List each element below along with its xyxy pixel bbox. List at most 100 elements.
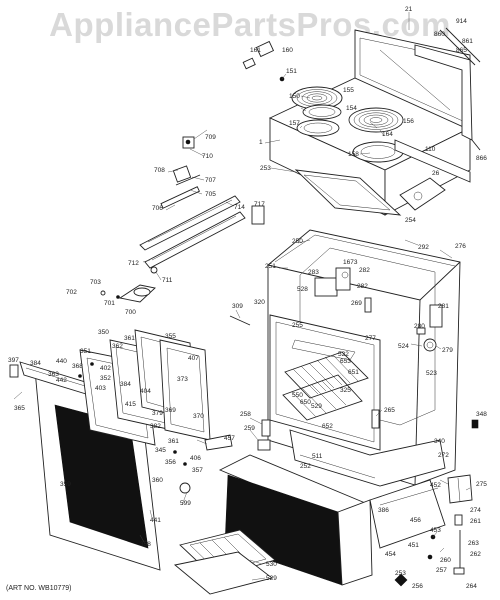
part-label: 21 <box>405 6 413 13</box>
part-label: 260 <box>440 557 451 564</box>
part-label: 156 <box>403 118 414 125</box>
part-label: 261 <box>470 518 481 525</box>
part-label: 263 <box>468 540 479 547</box>
part-label: 282 <box>359 267 370 274</box>
part-label: 454 <box>385 551 396 558</box>
part-label: 277 <box>365 335 376 342</box>
part-label: 161 <box>250 47 261 54</box>
part-label: 272 <box>438 452 449 459</box>
part-label: 345 <box>155 447 166 454</box>
part-label: 451 <box>408 542 419 549</box>
art-number: (ART NO. WB10779) <box>6 585 72 592</box>
part-label: 276 <box>455 243 466 250</box>
part-label: 373 <box>177 376 188 383</box>
part-label: 157 <box>289 120 300 127</box>
part-label: 269 <box>351 300 362 307</box>
part-label: 384 <box>120 381 131 388</box>
part-label: 368 <box>72 363 83 370</box>
part-label: 653 <box>340 358 351 365</box>
part-label: 350 <box>98 329 109 336</box>
part-label: 386 <box>378 507 389 514</box>
part-label: 110 <box>425 146 436 153</box>
part-label: 650 <box>300 399 311 406</box>
part-label: 522 <box>338 351 349 358</box>
part-label: 154 <box>346 105 357 112</box>
surface-burner-right <box>348 107 404 133</box>
part-label: 348 <box>476 411 487 418</box>
part-label: 164 <box>382 131 393 138</box>
part-label: 523 <box>426 370 437 377</box>
part-label: 355 <box>165 333 176 340</box>
part-label: 528 <box>297 286 308 293</box>
part-label: 712 <box>128 260 139 267</box>
part-label: 441 <box>150 517 161 524</box>
part-label: 254 <box>405 217 416 224</box>
part-label: 258 <box>240 411 251 418</box>
part-label: 361 <box>168 438 179 445</box>
part-label: 710 <box>202 153 213 160</box>
part-label: 707 <box>205 177 216 184</box>
control-components <box>100 136 265 303</box>
part-label: 281 <box>438 303 449 310</box>
part-label: 325 <box>340 387 351 394</box>
part-label: 26 <box>432 170 440 177</box>
part-label: 714 <box>234 204 245 211</box>
oven-door-assembly <box>9 329 233 571</box>
part-label: 262 <box>470 551 481 558</box>
part-label: 158 <box>348 151 359 158</box>
part-label: 457 <box>224 435 235 442</box>
part-label: 717 <box>254 201 265 208</box>
part-label: 250 <box>292 238 303 245</box>
part-label: 382 <box>150 423 161 430</box>
part-label: 275 <box>476 481 487 488</box>
part-label: 379 <box>152 410 163 417</box>
part-label: 360 <box>152 477 163 484</box>
part-label: 1 <box>259 139 263 146</box>
part-label: 708 <box>154 167 165 174</box>
part-label: 701 <box>104 300 115 307</box>
part-label: 706 <box>152 205 163 212</box>
part-label: 265 <box>384 407 395 414</box>
part-label: 397 <box>8 357 19 364</box>
part-label: 280 <box>414 323 425 330</box>
part-label: 279 <box>442 347 453 354</box>
part-label: 151 <box>286 68 297 75</box>
part-label: 253 <box>395 570 406 577</box>
part-label: 703 <box>90 279 101 286</box>
part-label: 359 <box>60 481 71 488</box>
part-label: 358 <box>140 541 151 548</box>
part-label: 251 <box>265 263 276 270</box>
leader-lines <box>13 12 471 581</box>
part-label: 866 <box>476 155 487 162</box>
part-label: 861 <box>462 38 473 45</box>
part-label: 264 <box>466 583 477 590</box>
part-label: 357 <box>192 467 203 474</box>
part-label: 384 <box>30 360 41 367</box>
part-label: 914 <box>456 18 467 25</box>
part-label: 155 <box>343 87 354 94</box>
part-label: 403 <box>95 385 106 392</box>
part-label: 282 <box>357 283 368 290</box>
part-label: 406 <box>190 455 201 462</box>
part-label: 352 <box>100 375 111 382</box>
part-label: 700 <box>125 309 136 316</box>
broiler-pan <box>173 529 276 595</box>
part-label: 599 <box>180 500 191 507</box>
part-label: 511 <box>312 453 323 460</box>
part-label: 529 <box>266 575 277 582</box>
part-label: 361 <box>124 335 135 342</box>
part-label: 860 <box>434 31 445 38</box>
part-label: 340 <box>434 438 445 445</box>
part-label: 320 <box>254 299 265 306</box>
part-label: 440 <box>56 358 67 365</box>
part-label: 255 <box>292 322 303 329</box>
part-label: 363 <box>48 371 59 378</box>
part-label: 309 <box>232 303 243 310</box>
part-label: 415 <box>125 401 136 408</box>
part-label: 253 <box>260 165 271 172</box>
part-label: 256 <box>412 583 423 590</box>
part-label: 652 <box>322 423 333 430</box>
part-label: 356 <box>165 459 176 466</box>
part-label: 452 <box>430 482 441 489</box>
part-label: 530 <box>266 561 277 568</box>
